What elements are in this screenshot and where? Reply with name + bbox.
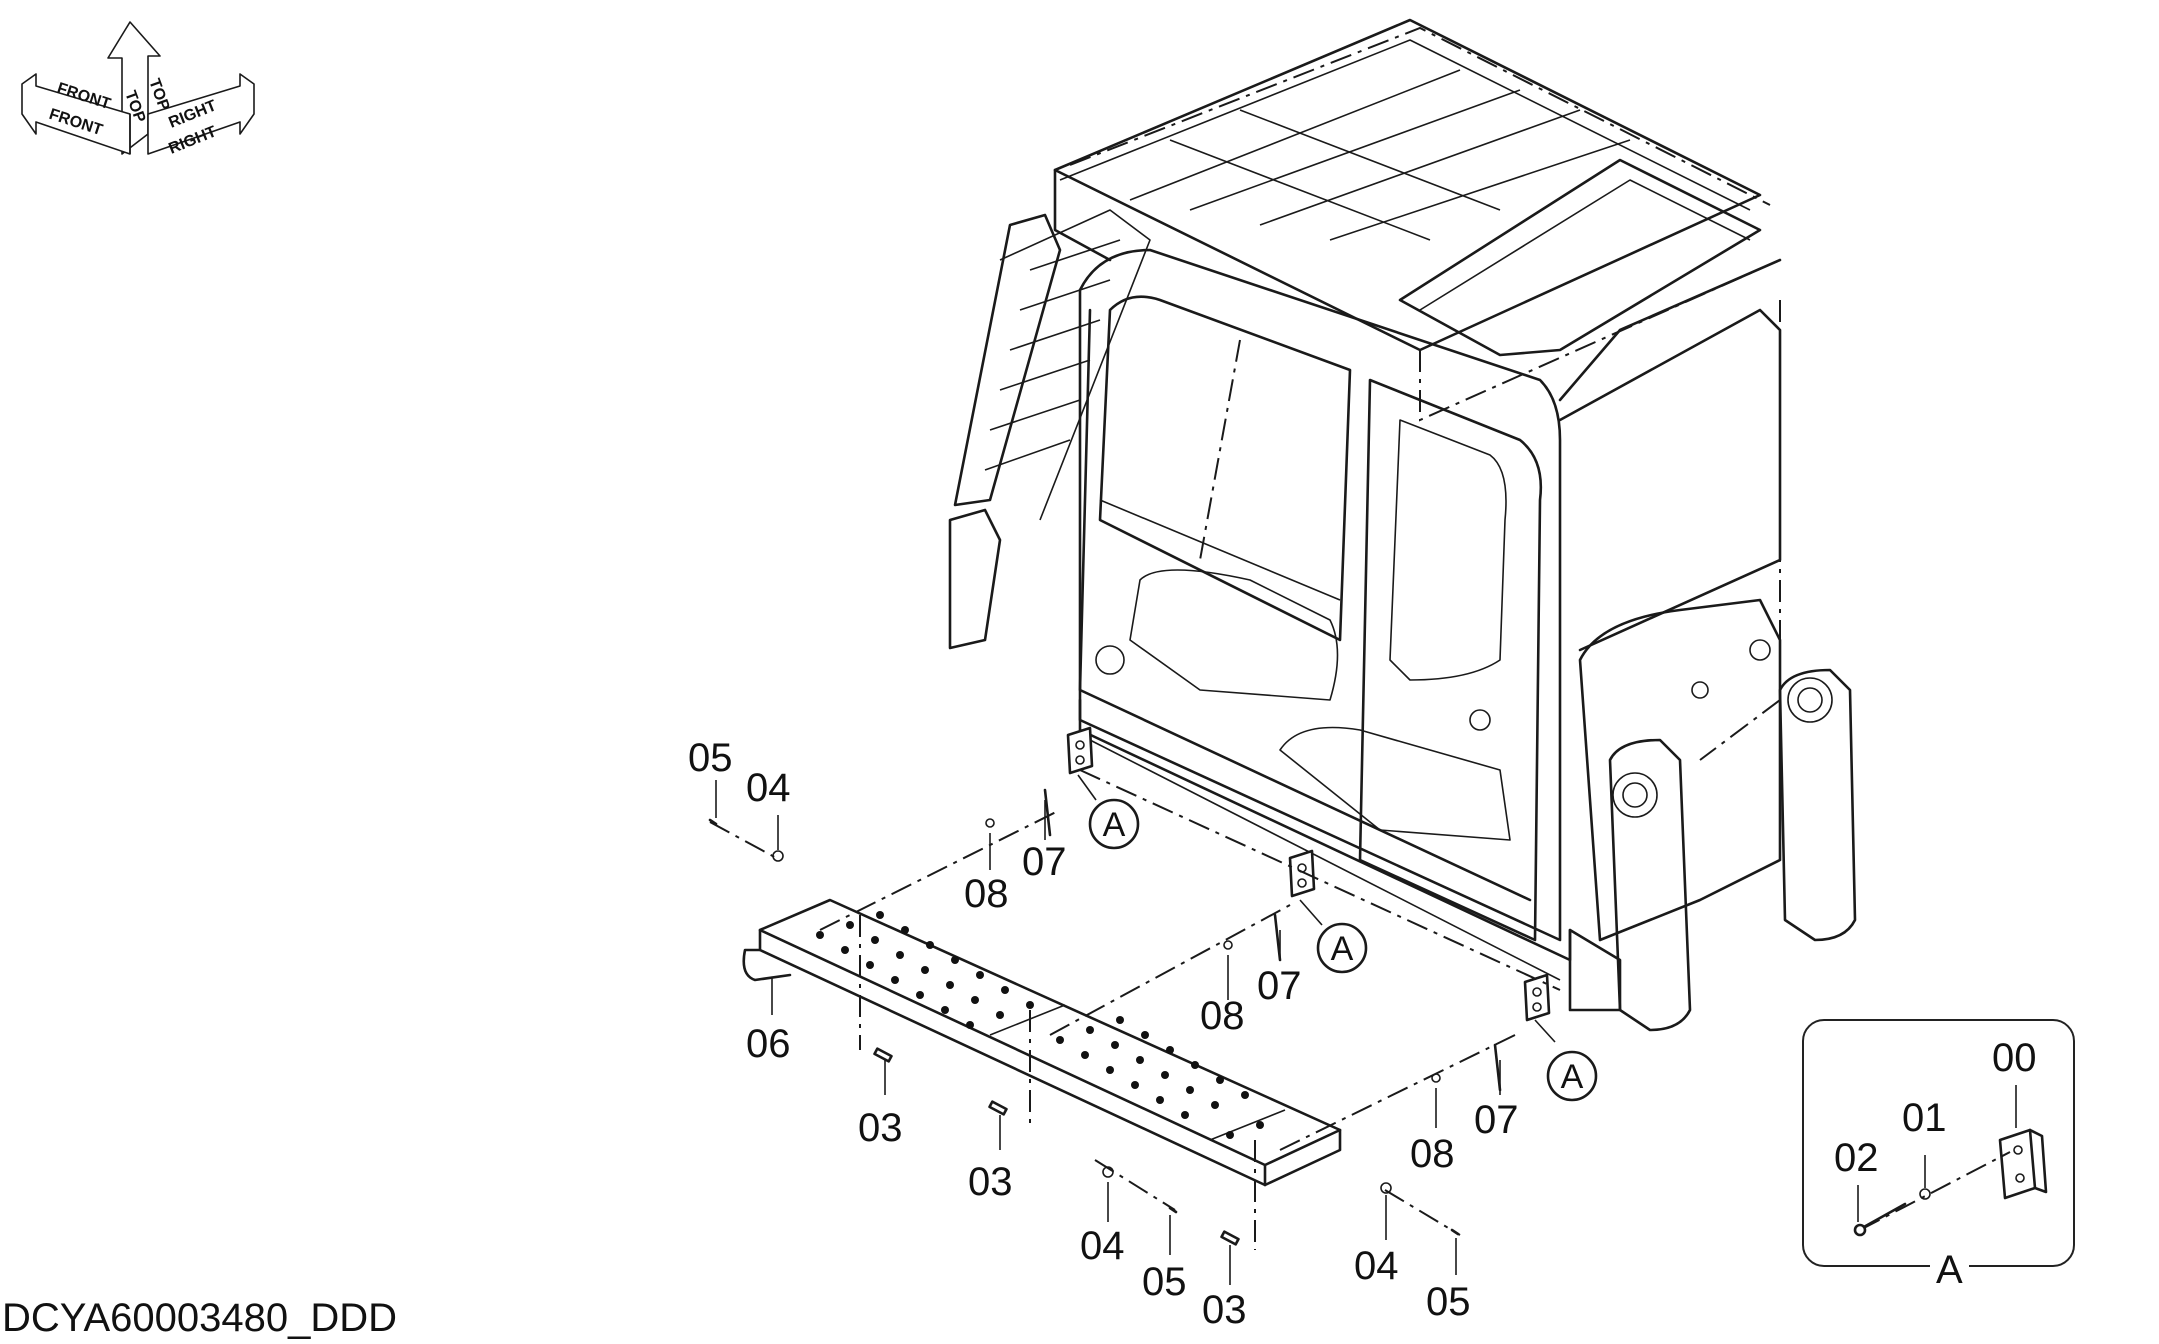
part-label-07-left: 07 [1022, 840, 1067, 884]
part-label-08-left: 08 [964, 872, 1009, 916]
assembly-lines [709, 769, 1561, 1250]
cab-rear-rail [948, 209, 1151, 650]
detail-a-drawing [1853, 1085, 2048, 1237]
cab-body [1078, 248, 1857, 1032]
step-plate [742, 898, 1342, 1187]
mounting-brackets [1066, 726, 1551, 1022]
document-code: DCYA60003480_DDD [2, 1296, 398, 1340]
part-label-08-middle: 08 [1200, 994, 1245, 1038]
cab-roof [1053, 18, 1781, 422]
part-label-05-upper: 05 [688, 736, 733, 780]
part-label-06: 06 [746, 1022, 791, 1066]
part-label-04-upper: 04 [746, 766, 791, 810]
leader-lines [715, 774, 1556, 1285]
part-label-04-lower-left: 04 [1080, 1224, 1125, 1268]
orientation-arrows-icon [21, 21, 255, 155]
orientation-indicator: FRONT FRONT TOP TOP RIGHT RIGHT [18, 14, 258, 184]
part-label-05-lower-left: 05 [1142, 1260, 1187, 1304]
fasteners [708, 788, 1502, 1246]
callout-a-right: A [1560, 1058, 1584, 1096]
detail-label-02: 02 [1834, 1136, 1879, 1180]
part-label-07-right: 07 [1474, 1098, 1519, 1142]
part-label-04-lower-right: 04 [1354, 1244, 1399, 1288]
detail-a-caption: A [1930, 1250, 1969, 1290]
callout-circles [1088, 798, 1598, 1102]
part-label-03-middle: 03 [968, 1160, 1013, 1204]
part-label-08-right: 08 [1410, 1132, 1455, 1176]
part-label-03-left: 03 [858, 1106, 903, 1150]
detail-label-01: 01 [1902, 1096, 1947, 1140]
step-plate-holes [816, 911, 1264, 1139]
part-label-07-middle: 07 [1257, 964, 1302, 1008]
callout-a-middle: A [1330, 930, 1354, 968]
detail-label-00: 00 [1992, 1036, 2037, 1080]
part-label-05-lower-right: 05 [1426, 1280, 1471, 1324]
part-label-03-right: 03 [1202, 1288, 1247, 1332]
callout-a-left: A [1102, 806, 1126, 844]
